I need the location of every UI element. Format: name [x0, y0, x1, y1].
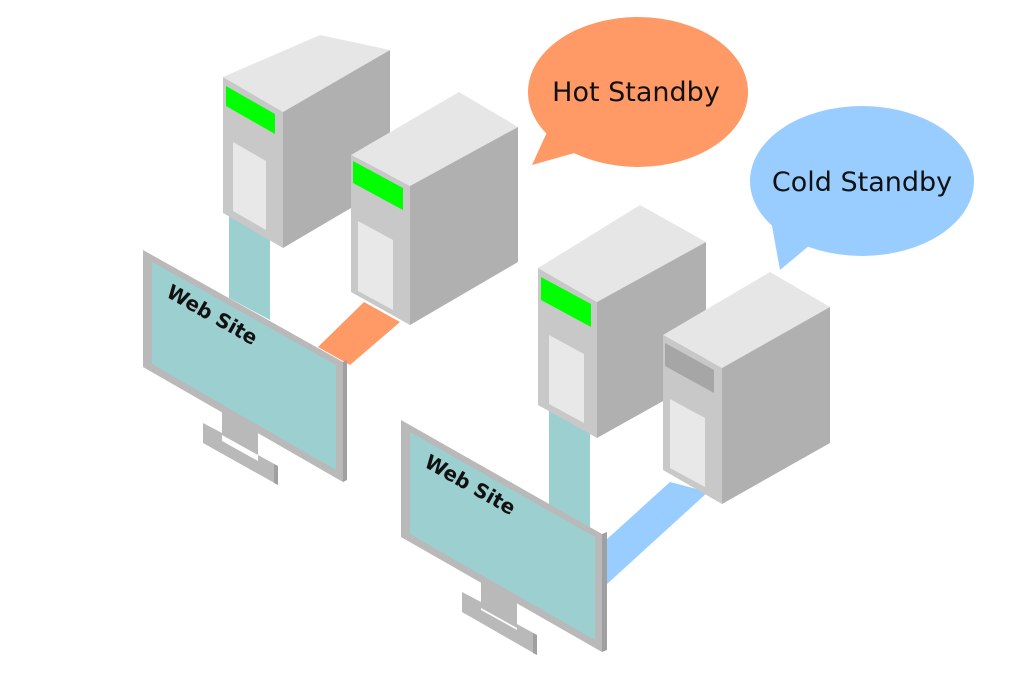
status-light-active — [541, 277, 591, 327]
web-site-monitor: Web Site — [401, 420, 607, 655]
monitor-screen — [410, 432, 595, 640]
monitor-stand-base — [462, 592, 537, 655]
web-site-monitor: Web Site — [143, 250, 347, 485]
bubble-body — [750, 106, 974, 256]
cold-standby-server — [663, 272, 830, 504]
cold-standby-group: Cold Standby — [401, 106, 974, 655]
server-top-face — [223, 35, 390, 112]
monitor-stand-neck — [481, 578, 517, 628]
drive-bay-panel — [358, 221, 393, 310]
cold-standby-bubble: Cold Standby — [750, 106, 974, 270]
hot-standby-server — [351, 92, 518, 325]
monitor-stand-base — [203, 423, 278, 485]
hot-standby-group: Hot Standby — [143, 17, 748, 485]
cold-standby-cable — [606, 482, 708, 585]
server-side-face — [410, 127, 518, 325]
monitor-bezel-side — [343, 360, 347, 482]
primary-server — [538, 205, 706, 438]
status-light-active — [226, 86, 275, 134]
monitor-screen — [152, 262, 336, 470]
server-top-face — [538, 205, 706, 302]
status-light-active — [353, 161, 403, 210]
server-top-face — [663, 272, 830, 368]
drive-bay-panel — [670, 399, 705, 487]
server-side-face — [722, 307, 830, 504]
monitor-stand-base-side — [274, 464, 278, 485]
hot-standby-label: Hot Standby — [552, 77, 720, 108]
status-light-inactive — [665, 343, 714, 393]
primary-cable — [229, 210, 270, 320]
hot-standby-bubble: Hot Standby — [528, 17, 748, 167]
hot-standby-cable — [318, 302, 400, 365]
drive-bay-panel — [233, 142, 266, 230]
monitor-bezel-side — [602, 532, 607, 652]
bubble-tail — [532, 130, 585, 165]
primary-cable — [549, 400, 590, 530]
bubble-body — [528, 17, 748, 167]
monitor-stand-base-side — [533, 633, 537, 655]
server-top-face — [351, 92, 518, 186]
cold-standby-label: Cold Standby — [772, 167, 952, 198]
drive-bay-panel — [549, 335, 584, 423]
